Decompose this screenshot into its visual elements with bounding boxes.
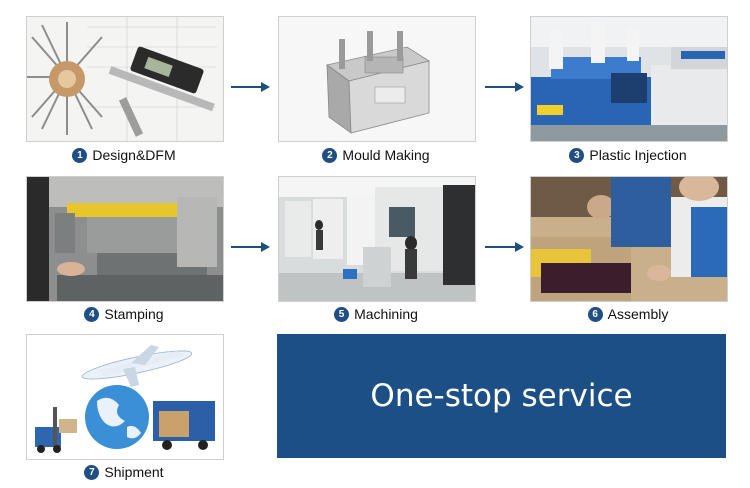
step-label: Plastic Injection <box>589 147 687 163</box>
step-label: Mould Making <box>342 147 430 163</box>
stamping-press-icon <box>27 177 223 301</box>
step-3-caption: 3 Plastic Injection <box>530 145 726 165</box>
one-stop-service-banner: One-stop service <box>277 334 726 458</box>
step-number-badge: 1 <box>72 147 88 163</box>
step-number-badge: 2 <box>322 147 338 163</box>
step-label: Shipment <box>104 464 164 480</box>
step-label: Assembly <box>607 306 669 322</box>
step-6-photo <box>530 176 728 302</box>
step-3-photo <box>530 16 728 142</box>
step-number-badge: 3 <box>569 147 585 163</box>
banner-text: One-stop service <box>370 378 633 414</box>
arrow-right-icon <box>485 82 524 92</box>
design-caliper-icon <box>27 17 223 141</box>
injection-machine-icon <box>531 17 727 141</box>
step-label: Design&DFM <box>92 147 176 163</box>
step-2-photo <box>278 16 476 142</box>
plane-globe-truck-icon <box>27 335 223 459</box>
mould-icon <box>279 17 475 141</box>
step-5-photo <box>278 176 476 302</box>
assembly-line-icon <box>531 177 727 301</box>
step-1-caption: 1 Design&DFM <box>26 145 222 165</box>
step-number-badge: 6 <box>587 306 603 322</box>
step-7-caption: 7 Shipment <box>26 462 222 482</box>
step-label: Machining <box>354 306 418 322</box>
step-6-caption: 6 Assembly <box>530 304 726 324</box>
arrow-right-icon <box>231 82 270 92</box>
step-4-caption: 4 Stamping <box>26 304 222 324</box>
step-2-caption: 2 Mould Making <box>278 145 474 165</box>
step-label: Stamping <box>104 306 164 322</box>
step-4-photo <box>26 176 224 302</box>
step-1-photo <box>26 16 224 142</box>
step-5-caption: 5 Machining <box>278 304 474 324</box>
step-number-badge: 7 <box>84 464 100 480</box>
step-7-photo <box>26 334 224 460</box>
arrow-right-icon <box>485 242 524 252</box>
step-number-badge: 5 <box>334 306 350 322</box>
cnc-workshop-icon <box>279 177 475 301</box>
step-number-badge: 4 <box>84 306 100 322</box>
arrow-right-icon <box>231 242 270 252</box>
